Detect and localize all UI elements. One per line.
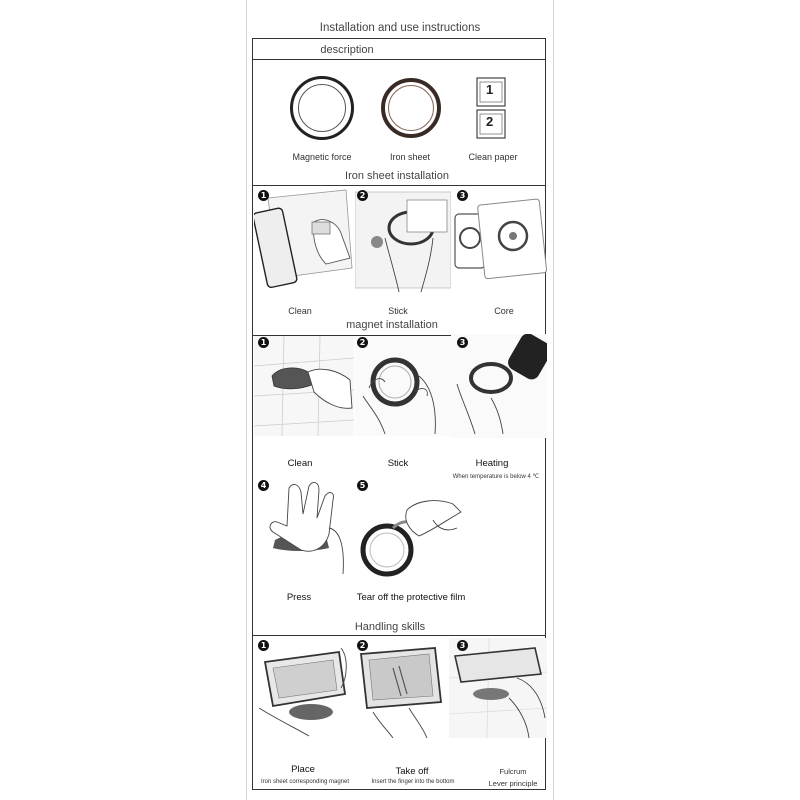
magnet-stick-illustration [355,336,451,436]
divider [253,185,545,186]
iron-core-illustration [451,188,547,294]
label-magnetic-force: Magnetic force [292,152,352,162]
section-heading-description: description [320,44,374,56]
divider [253,635,545,636]
paper-mark-2: 2 [486,114,494,129]
label-clean-paper: Clean paper [468,152,518,162]
step-number-badge: 3 [457,337,468,348]
handling-fulcrum-label: Fulcrum [499,767,527,776]
magnet-heating-illustration [451,334,547,438]
magnet-press-illustration [259,478,355,582]
magnet-tear-film-illustration [357,480,467,584]
iron-clean-illustration [254,188,354,294]
magnetic-ring-icon [290,76,354,140]
handling-place-illustration [255,638,353,738]
magnet-step-heating-label: Heating [475,458,509,469]
iron-stick-illustration [355,188,451,294]
step-number-badge: 1 [258,640,269,651]
iron-sheet-ring-icon [381,78,441,138]
heating-temperature-note: When temperature is below 4 ℃ [452,474,540,480]
step-number-badge: 4 [258,480,269,491]
step-number-badge: 2 [357,337,368,348]
handling-fulcrum-note: Lever principle [488,779,538,788]
iron-sheet-ring-inner [388,85,434,131]
step-number-badge: 5 [357,480,368,491]
clean-paper-icon: 1 2 [475,76,507,140]
handling-take-off-note: Insert the finger into the bottom [371,779,455,785]
step-number-badge: 3 [457,190,468,201]
iron-step-stick-label: Stick [388,306,408,316]
magnet-step-clean-label: Clean [287,458,313,469]
section-heading-magnet: magnet installation [346,319,438,331]
handling-place-note: Iron sheet corresponding magnet [260,779,350,785]
step-number-badge: 2 [357,190,368,201]
label-iron-sheet: Iron sheet [389,152,431,162]
magnet-step-tear-label: Tear off the protective film [356,592,466,603]
step-number-badge: 1 [258,190,269,201]
divider [253,59,545,60]
magnet-step-stick-label: Stick [387,458,409,469]
magnet-step-press-label: Press [286,592,312,603]
iron-step-core-label: Core [494,306,514,316]
handling-take-off-label: Take off [395,766,429,777]
section-heading-handling: Handling skills [354,621,426,633]
magnetic-ring-inner [298,84,346,132]
page-title: Installation and use instructions [319,22,481,34]
section-heading-iron-sheet: Iron sheet installation [345,170,449,182]
handling-fulcrum-illustration [449,638,547,738]
step-number-badge: 2 [357,640,368,651]
handling-place-label: Place [291,764,315,775]
step-number-badge: 1 [258,337,269,348]
divider [253,335,545,336]
instruction-sheet: Installation and use instructions descri… [246,0,554,800]
handling-take-off-illustration [353,638,449,738]
step-number-badge: 3 [457,640,468,651]
magnet-clean-illustration [254,336,354,436]
paper-mark-1: 1 [486,82,494,97]
iron-step-clean-label: Clean [288,306,312,316]
